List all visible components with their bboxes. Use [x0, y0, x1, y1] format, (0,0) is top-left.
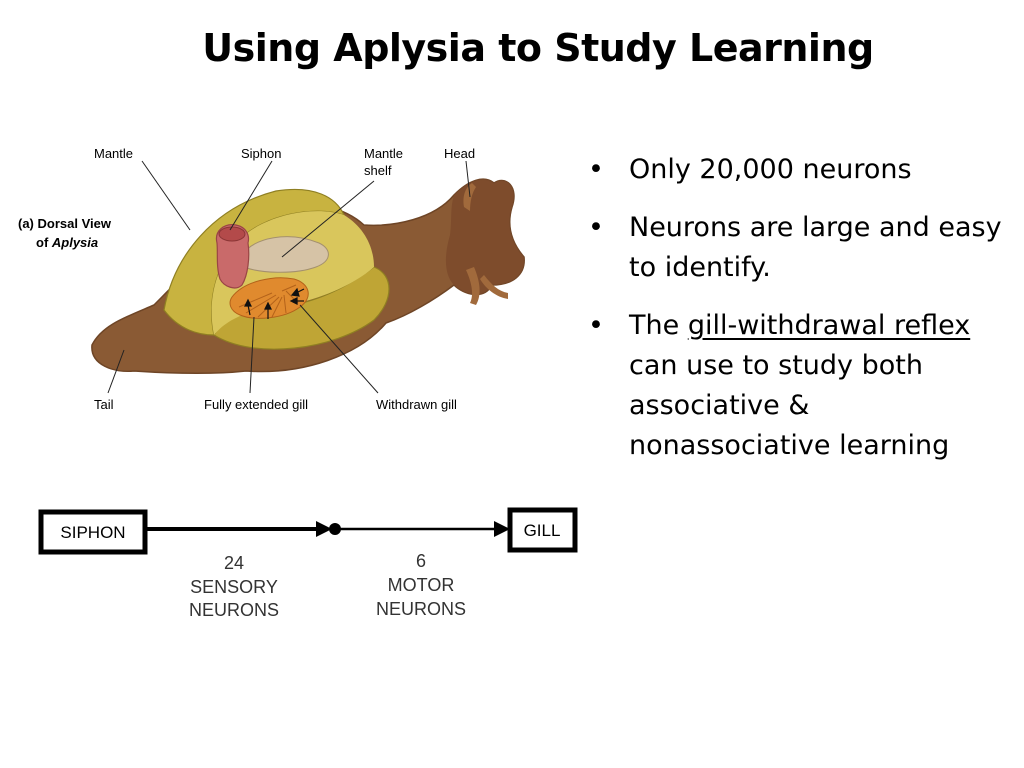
sensory-label-line2: NEURONS: [189, 600, 279, 620]
aplysia-tentacle-2: [466, 267, 480, 305]
gill-arrows: [244, 287, 305, 319]
label-tail: Tail: [94, 397, 114, 412]
reflex-circuit-diagram: SIPHON GILL 24 SENSORY NEURONS 6 MOTOR N…: [38, 507, 578, 620]
bullet-marker: •: [588, 310, 604, 341]
label-mantle: Mantle: [94, 146, 133, 161]
bullet-item-2: • Neurons are large and easy to identify…: [588, 208, 1013, 288]
motor-arrowhead: [494, 521, 510, 537]
label-head: Head: [444, 146, 475, 161]
bullet-text-3-prefix: The: [629, 310, 688, 341]
label-siphon: Siphon: [241, 146, 281, 161]
bullet-text-3-rest: can use to study both associative & nona…: [629, 350, 950, 461]
motor-label-line1: MOTOR: [388, 575, 455, 595]
slide-title: Using Aplysia to Study Learning: [202, 26, 874, 70]
gill-withdrawal-reflex-term: gill-withdrawal reflex: [687, 310, 971, 341]
panel-label-line2: of Aplysia: [36, 235, 98, 250]
bullet-marker: •: [588, 154, 604, 185]
motor-label-line2: NEURONS: [376, 599, 466, 619]
aplysia-head: [445, 179, 525, 295]
leader-lines: [107, 160, 471, 394]
bullet-text-2: Neurons are large and easy to identify.: [629, 212, 1002, 283]
sensory-label-line1: SENSORY: [190, 577, 278, 597]
siphon-opening: [218, 226, 246, 242]
label-mantle-shelf-line1: Mantle: [364, 146, 403, 161]
gill-box-label: GILL: [524, 521, 561, 540]
bullet-item-1: • Only 20,000 neurons: [588, 150, 1013, 190]
bullet-item-3: • The gill-withdrawal reflex can use to …: [588, 306, 1013, 466]
motor-count: 6: [416, 551, 426, 571]
sensory-count: 24: [224, 553, 244, 573]
sensory-arrowhead: [316, 521, 332, 537]
panel-label-line1: (a) Dorsal View: [18, 216, 112, 231]
bullet-list: • Only 20,000 neurons • Neurons are larg…: [588, 150, 1013, 484]
bullet-marker: •: [588, 212, 604, 243]
aplysia-tentacle-3: [480, 275, 508, 299]
label-withdrawn-gill: Withdrawn gill: [376, 397, 457, 412]
label-extended-gill: Fully extended gill: [204, 397, 308, 412]
bullet-text-1: Only 20,000 neurons: [629, 154, 912, 185]
gill-box: [507, 507, 578, 553]
siphon-box: [38, 509, 148, 555]
aplysia-dorsal-view-figure: (a) Dorsal View of Aplysia: [18, 146, 525, 412]
label-mantle-shelf-line2: shelf: [364, 163, 392, 178]
siphon-box-label: SIPHON: [60, 523, 125, 542]
